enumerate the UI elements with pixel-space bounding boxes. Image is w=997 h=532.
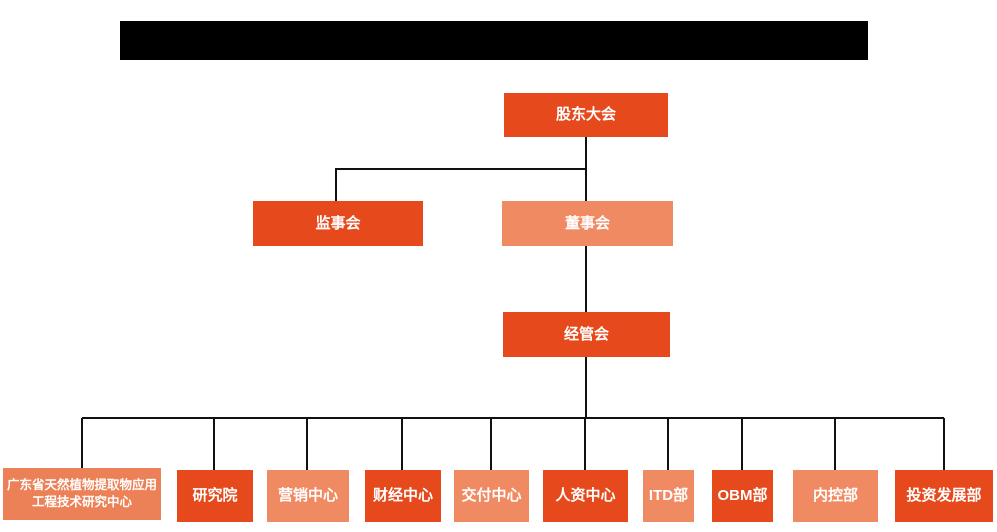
node-dept-delivery-center: 交付中心 (454, 470, 529, 522)
node-dept-marketing-center: 营销中心 (267, 470, 349, 522)
redacted-title-bar (120, 21, 868, 60)
node-dept-finance-center: 财经中心 (365, 470, 441, 522)
node-board-of-supervisors: 监事会 (253, 201, 423, 246)
node-dept-itd: ITD部 (643, 470, 694, 522)
node-dept-internal-control: 内控部 (793, 470, 878, 522)
node-management-committee: 经管会 (503, 312, 670, 357)
node-dept-obm: OBM部 (712, 470, 773, 522)
node-dept-investment-development: 投资发展部 (895, 470, 993, 522)
node-dept-guangdong-research-center: 广东省天然植物提取物应用工程技术研究中心 (3, 468, 161, 520)
node-dept-hr-center: 人资中心 (543, 470, 628, 522)
node-board-of-directors: 董事会 (502, 201, 673, 246)
node-shareholders-meeting: 股东大会 (504, 93, 668, 137)
node-dept-research-institute: 研究院 (177, 470, 253, 522)
